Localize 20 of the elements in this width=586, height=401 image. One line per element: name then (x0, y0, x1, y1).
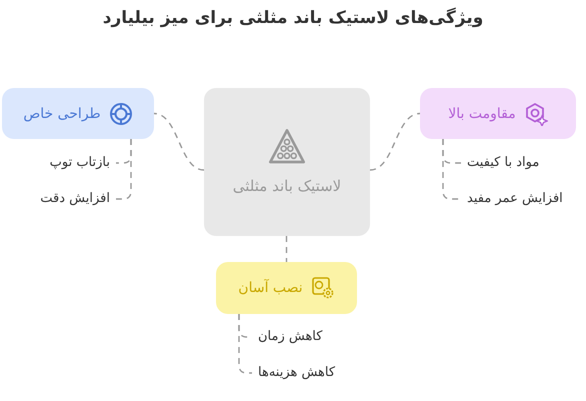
diagram-title: ویژگی‌های لاستیک باند مثلثی برای میز بیلیارد (102, 8, 484, 28)
central-topic-box (204, 88, 370, 236)
feature-label: مقاومت بالا (448, 106, 516, 122)
central-topic-label: لاستیک باند مثلثی (232, 176, 342, 197)
list-item-text: مواد با کیفیت (467, 154, 567, 172)
connector-line (154, 112, 204, 171)
connector-line (370, 112, 420, 171)
list-item-text: کاهش هزینه‌ها (258, 364, 368, 382)
feature-label: نصب آسان (238, 280, 303, 296)
feature-box (420, 88, 576, 139)
list-item-text: افزایش عمر مفید (467, 190, 582, 208)
feature-label: طراحی خاص (23, 106, 101, 122)
connector-line (442, 139, 461, 200)
connector-line (286, 236, 288, 262)
connector-line (116, 139, 132, 200)
feature-box (2, 88, 154, 139)
feature-box (216, 262, 357, 314)
list-item-text: بازتاب توپ (14, 154, 110, 172)
list-item-text: افزایش دقت (14, 190, 110, 208)
list-item-text: کاهش زمان (258, 328, 358, 346)
